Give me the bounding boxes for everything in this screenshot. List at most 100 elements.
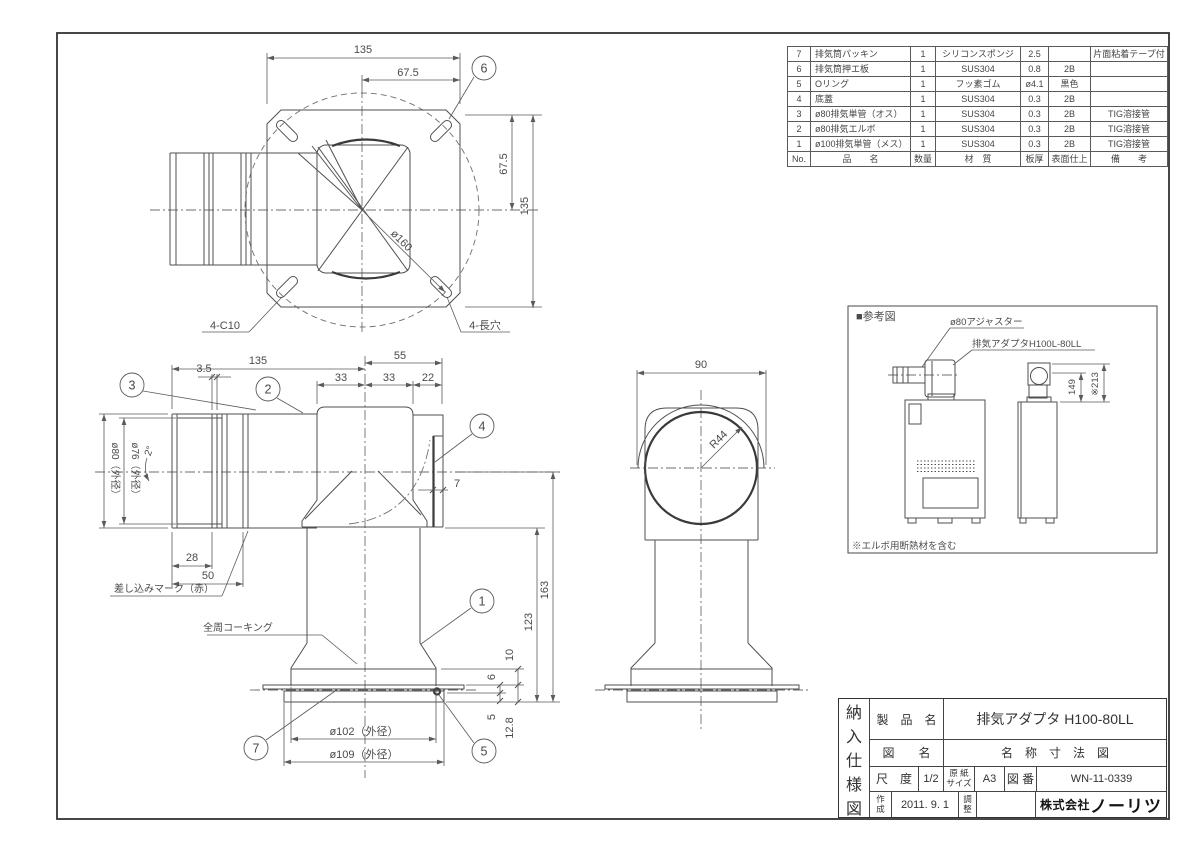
dim-90: 90 [695, 359, 707, 371]
doc-char: 入 [845, 729, 862, 746]
doc-type-vertical: 納 入 仕 様 図 [839, 699, 870, 818]
base-collar [283, 690, 445, 703]
callout-5 [471, 738, 497, 764]
push-plate [262, 684, 465, 690]
callout-7 [243, 735, 269, 761]
table-row: 1 ø100排気単管（メス） 1 SUS304 0.3 2B TIG溶接管 [787, 136, 1168, 152]
dim-seg3: 22 [422, 372, 434, 384]
paper-size-value: A3 [975, 766, 1005, 791]
product-name-label: 製 品 名 [870, 699, 944, 740]
sheet-border [56, 32, 1170, 820]
callout-4 [469, 413, 495, 439]
callout-4-label: 4 [479, 420, 486, 434]
part-finish: 黒色 [1048, 76, 1091, 92]
table-row: 2 ø80排気エルボ 1 SUS304 0.3 2B TIG溶接管 [787, 121, 1168, 137]
part-qty: 1 [910, 106, 936, 122]
part-no: 4 [787, 91, 811, 107]
dim-h-total: 163 [539, 581, 551, 599]
doc-char: 仕 [845, 753, 862, 770]
header-material: 材 質 [935, 151, 1021, 167]
doc-char: 図 [845, 801, 862, 818]
callout-6-label: 6 [481, 62, 488, 76]
adapter-head-side [1027, 362, 1051, 386]
heater-side [1017, 401, 1058, 519]
dim-seg1: 33 [335, 372, 347, 384]
part-material: SUS304 [935, 136, 1021, 152]
dim-band: 3.5 [196, 363, 211, 375]
part-name: Oリング [810, 76, 911, 92]
dim-cap: 7 [454, 478, 460, 490]
dim-h-flare: 10 [504, 649, 516, 661]
adjust-label: 調 整 [959, 792, 977, 817]
pitch-circle [244, 92, 480, 328]
part-material: SUS304 [935, 121, 1021, 137]
table-header-row: No. 品 名 数量 材 質 板厚 表面仕上 備 考 [787, 151, 1168, 167]
part-name: 排気筒パッキン [810, 46, 911, 62]
adapter-label: 排気アダプタH100L-80LL [972, 338, 1081, 350]
table-row: 4 底蓋 1 SUS304 0.3 2B [787, 91, 1168, 107]
side-view: ø80（外径） ø76（外径） 2° 135 55 3.5 33 33 22 7 [95, 350, 560, 778]
drawing-number-label: 図 番 [1005, 766, 1037, 791]
part-name: 排気筒押エ板 [810, 61, 911, 77]
part-qty: 1 [910, 61, 936, 77]
callout-5-label: 5 [481, 745, 488, 759]
part-finish: 2B [1048, 91, 1091, 107]
reference-title: ■参考図 [856, 309, 896, 323]
part-thickness: 0.8 [1020, 61, 1049, 77]
dim-h-skirt: 5 [486, 714, 498, 720]
title-block: 納 入 仕 様 図 製 品 名 排気アダプタ H100-80LL 図 名 名 称… [838, 698, 1167, 818]
part-remarks: TIG溶接管 [1090, 106, 1168, 122]
part-qty: 1 [910, 76, 936, 92]
corner-slot [429, 275, 453, 299]
dim-r44: R44 [707, 428, 730, 451]
part-material: SUS304 [935, 106, 1021, 122]
part-remarks [1090, 61, 1168, 77]
dim-149: 149 [1067, 379, 1078, 395]
header-finish: 表面仕上 [1048, 151, 1091, 167]
dim-seg2: 33 [383, 372, 395, 384]
dim-right: 55 [394, 350, 406, 362]
part-no: 3 [787, 106, 811, 122]
paper-size-label: 原 紙 サイズ [944, 766, 975, 791]
dim-pipe-od: ø80（外径） [109, 442, 122, 499]
part-thickness: ø4.1 [1020, 76, 1049, 92]
slot-label: 4-長穴 [469, 318, 501, 332]
dim-213: ※213 [1090, 372, 1101, 396]
callout-6 [471, 55, 497, 81]
part-material: SUS304 [935, 91, 1021, 107]
caulk-label: 全周コーキング [203, 621, 273, 634]
dim-h-stand: 123 [523, 613, 535, 631]
part-material: シリコンスポンジ [935, 46, 1021, 62]
part-finish: 2B [1048, 121, 1091, 137]
callout-2 [255, 376, 281, 402]
part-name: 底蓋 [810, 91, 911, 107]
insert-mark-label: 差し込みマーク（赤） [114, 582, 214, 595]
mounting-plate [266, 109, 461, 308]
figure-name-value: 名 称 寸 法 図 [1000, 746, 1109, 761]
part-remarks: 片面粘着テープ付 [1090, 46, 1168, 62]
part-remarks: TIG溶接管 [1090, 121, 1168, 137]
dim-flange-od: ø102（外径） [329, 725, 398, 738]
part-qty: 1 [910, 136, 936, 152]
callout-3-label: 3 [129, 379, 136, 393]
doc-char: 様 [845, 777, 862, 794]
parts-table: 7 排気筒パッキン 1 シリコンスポンジ 2.5 片面粘着テープ付 6 排気筒押… [787, 46, 1168, 167]
header-no: No. [787, 151, 811, 167]
reference-figure: ■参考図 149 ※213 [847, 305, 1158, 554]
dim-angle: 2° [143, 445, 157, 458]
part-name: ø100排気単管（メス） [810, 136, 911, 152]
callout-2-label: 2 [265, 383, 272, 397]
callout-7-label: 7 [253, 742, 260, 756]
drawing-number-value: WN-11-0339 [1070, 772, 1133, 785]
part-thickness: 0.3 [1020, 121, 1049, 137]
corner-slot [275, 275, 299, 299]
scale-label: 尺 度 [870, 766, 919, 791]
dim-insert1: 28 [186, 552, 198, 564]
part-qty: 1 [910, 46, 936, 62]
part-finish: 2B [1048, 106, 1091, 122]
part-material: SUS304 [935, 61, 1021, 77]
table-row: 5 Oリング 1 フッ素ゴム ø4.1 黒色 [787, 76, 1168, 92]
dim-pipe-id: ø76（外径） [129, 442, 142, 499]
